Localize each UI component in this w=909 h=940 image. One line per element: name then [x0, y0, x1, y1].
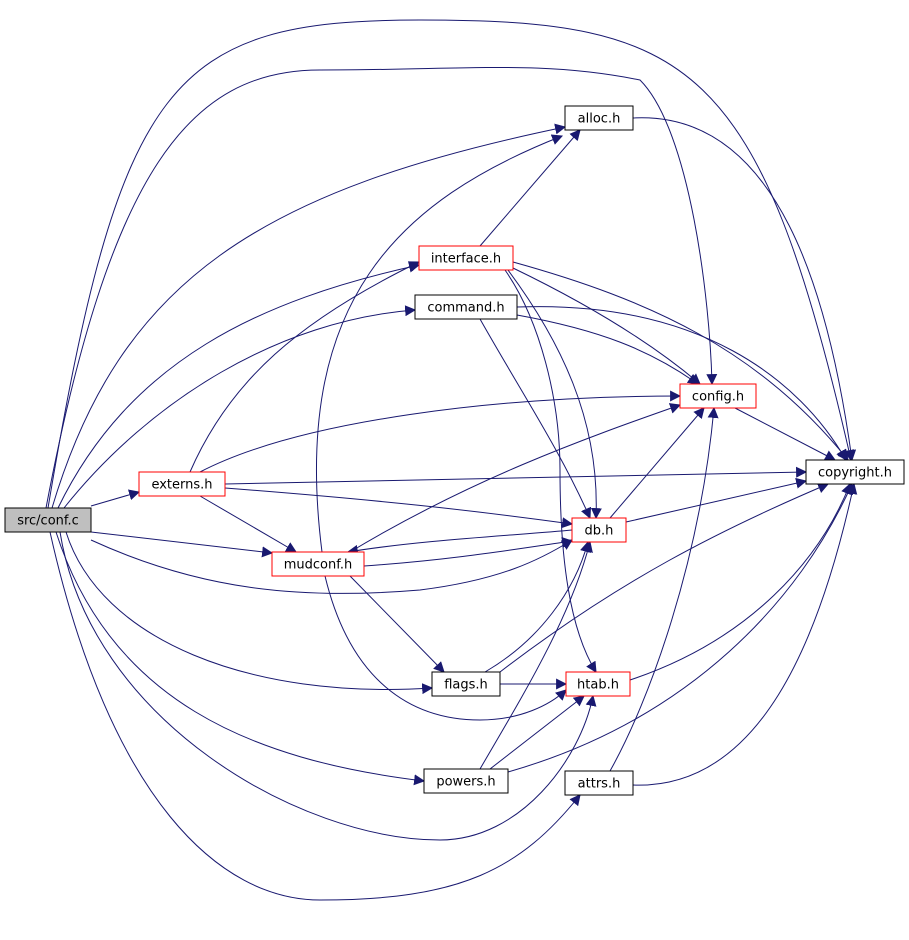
edge-powers-h-to-copyright-h [507, 482, 853, 773]
edge-flags-h-to-db-h [484, 540, 591, 673]
node-mudconf-h[interactable]: mudconf.h [271, 551, 365, 577]
edge-conf-c-to-externs-h [90, 489, 141, 507]
edge-conf-c-to-command-h [63, 305, 417, 509]
node-box [271, 551, 365, 577]
node-flags-h[interactable]: flags.h [431, 671, 501, 697]
edge-attrs-h-to-copyright-h [632, 482, 858, 786]
edge-command-h-to-db-h [479, 318, 592, 520]
edge-mudconf-h-to-htab-h [324, 575, 567, 721]
node-externs-h[interactable]: externs.h [138, 471, 226, 497]
node-box [679, 383, 757, 409]
edge-externs-h-to-config-h [199, 390, 682, 473]
node-label: externs.h [151, 478, 212, 493]
edge-conf-c-to-interface-h [57, 261, 421, 509]
edge-powers-h-to-db-h [479, 540, 593, 770]
node-label: htab.h [577, 678, 619, 693]
edge-interface-h-to-alloc-h [479, 129, 581, 247]
node-command-h[interactable]: command.h [414, 294, 518, 320]
node-config-h[interactable]: config.h [679, 383, 757, 409]
edge-powers-h-to-htab-h [489, 695, 585, 770]
node-attrs-h[interactable]: attrs.h [564, 770, 634, 796]
node-box [564, 770, 634, 796]
node-box [423, 768, 509, 794]
edge-externs-h-to-interface-h [189, 261, 420, 473]
edge-mudconf-h-to-db-h [363, 536, 574, 567]
node-box [805, 459, 905, 485]
edge-conf-c-to-attrs-h [49, 531, 581, 901]
edge-interface-h-to-copyright-h [512, 261, 849, 461]
edge-conf-c-to-htab-h [59, 531, 597, 841]
edge-conf-c-to-flags-h [65, 531, 434, 695]
edge-db-h-to-mudconf-h [346, 529, 573, 556]
node-box [564, 105, 634, 131]
edge-command-h-to-config-h [516, 314, 699, 385]
node-box [4, 507, 92, 533]
edge-externs-h-to-db-h [224, 487, 574, 529]
node-box [138, 471, 226, 497]
edge-conf-c-to-db-h [90, 539, 573, 594]
edge-interface-h-to-db-h [507, 269, 602, 520]
edge-interface-h-to-config-h [512, 267, 701, 385]
edge-mudconf-h-to-flags-h [349, 575, 445, 673]
node-interface-h[interactable]: interface.h [418, 245, 514, 271]
node-box [418, 245, 514, 271]
node-alloc-h[interactable]: alloc.h [564, 105, 634, 131]
edge-config-h-to-copyright-h [734, 407, 836, 461]
node-box [414, 294, 518, 320]
edge-conf-c-to-alloc-h [51, 123, 567, 509]
node-db-h[interactable]: db.h [571, 517, 627, 543]
edge-htab-h-to-copyright-h [629, 482, 852, 681]
node-powers-h[interactable]: powers.h [423, 768, 509, 794]
node-label: mudconf.h [284, 558, 353, 573]
node-copyright-h[interactable]: copyright.h [805, 459, 905, 485]
node-conf-c[interactable]: src/conf.c [4, 507, 92, 533]
node-label: powers.h [436, 775, 495, 790]
edge-interface-h-to-htab-h [504, 269, 597, 673]
edge-flags-h-to-copyright-h [499, 482, 830, 673]
edge-command-h-to-copyright-h [516, 306, 847, 461]
node-label: alloc.h [578, 112, 621, 127]
node-label: interface.h [431, 252, 501, 267]
node-label: flags.h [444, 678, 488, 693]
edge-conf-c-to-copyright-h [47, 19, 855, 509]
edge-conf-c-to-mudconf-h [90, 531, 274, 558]
node-label: config.h [692, 390, 744, 405]
node-box [431, 671, 501, 697]
edge-externs-h-to-mudconf-h [199, 495, 297, 553]
node-htab-h[interactable]: htab.h [565, 671, 631, 697]
edge-conf-c-to-config-h [45, 67, 718, 509]
node-label: attrs.h [578, 777, 621, 792]
edge-attrs-h-to-config-h [609, 406, 719, 772]
edge-conf-c-to-powers-h [55, 531, 426, 786]
node-layer: src/conf.c externs.h interface.h command.h a… [4, 105, 905, 796]
node-label: command.h [427, 301, 504, 316]
node-box [571, 517, 627, 543]
edge-alloc-h-to-copyright-h [632, 117, 857, 462]
node-label: src/conf.c [17, 514, 79, 529]
edge-mudconf-h-to-config-h [349, 403, 682, 553]
node-box [565, 671, 631, 697]
edge-mudconf-h-to-alloc-h [315, 134, 564, 553]
edge-externs-h-to-copyright-h [224, 466, 808, 485]
node-label: db.h [585, 524, 614, 539]
edge-layer [45, 19, 858, 901]
edge-db-h-to-copyright-h [625, 477, 808, 523]
node-label: copyright.h [818, 466, 892, 481]
edge-db-h-to-config-h [609, 407, 705, 519]
